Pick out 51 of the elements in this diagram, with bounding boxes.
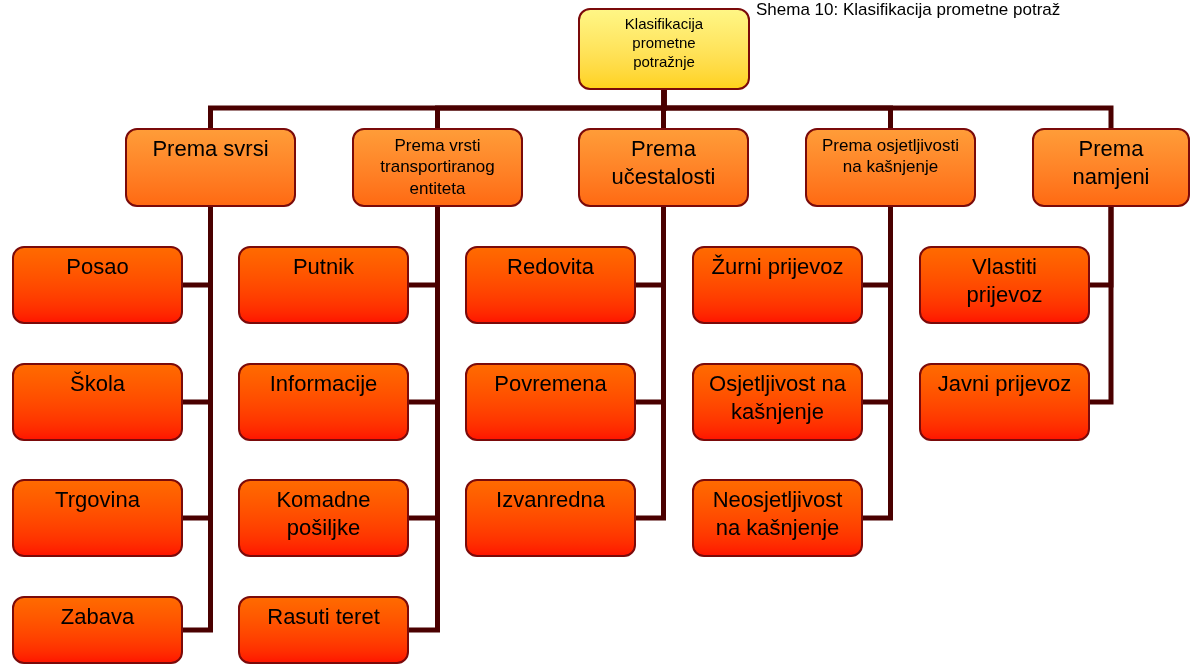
connector-line (661, 90, 1114, 128)
box-label: Informacije (269, 370, 378, 398)
box-label: Vlastiti prijevoz (965, 253, 1044, 308)
subcategory-box (465, 479, 636, 557)
subcategory-box (12, 246, 183, 324)
subcategory-box (465, 363, 636, 441)
subcategory-box (238, 596, 409, 664)
subcategory-box (692, 246, 863, 324)
category-box (352, 128, 523, 207)
box-label: Osjetljivost na kašnjenje (708, 370, 847, 425)
connector-line (183, 207, 213, 633)
box-label: Prema vrsti transportiranog entiteta (379, 135, 496, 199)
box-label: Rasuti teret (267, 603, 380, 631)
connector-line (863, 207, 893, 521)
box-label: Prema svrsi (152, 135, 269, 163)
connector-line (409, 207, 440, 633)
category-box (125, 128, 296, 207)
box-label: Neosjetljivost na kašnjenje (711, 486, 844, 541)
category-box (1032, 128, 1190, 207)
subcategory-box (238, 479, 409, 557)
subcategory-box (238, 363, 409, 441)
connector-line (1090, 207, 1114, 405)
category-box (805, 128, 976, 207)
subcategory-box (238, 246, 409, 324)
box-label: Povremena (494, 370, 607, 398)
box-label: Žurni prijevoz (711, 253, 844, 281)
box-label: Prema učestalosti (610, 135, 717, 190)
box-label: Redovita (507, 253, 594, 281)
box-label: Prema osjetljivosti na kašnjenje (821, 135, 960, 178)
box-label: Putnik (292, 253, 355, 281)
box-label: Škola (69, 370, 125, 398)
subcategory-box (12, 596, 183, 664)
category-box (578, 128, 749, 207)
subcategory-box (12, 479, 183, 557)
box-label: Javni prijevoz (937, 370, 1072, 398)
box-label: Prema namjeni (1071, 135, 1151, 190)
subcategory-box (692, 479, 863, 557)
subcategory-box (919, 246, 1090, 324)
box-label: Posao (66, 253, 129, 281)
subcategory-box (12, 363, 183, 441)
subcategory-box (692, 363, 863, 441)
subcategory-box (465, 246, 636, 324)
root-box (578, 8, 750, 90)
box-label: Zabava (60, 603, 135, 631)
diagram-title: Shema 10: Klasifikacija prometne potraž (756, 0, 1061, 20)
box-label: Izvanredna (496, 486, 605, 514)
box-label: Komadne pošiljke (275, 486, 372, 541)
subcategory-box (919, 363, 1090, 441)
connector-line (636, 207, 666, 521)
box-label: Trgovina (55, 486, 140, 514)
box-label: Klasifikacija prometne potražnje (623, 15, 705, 72)
